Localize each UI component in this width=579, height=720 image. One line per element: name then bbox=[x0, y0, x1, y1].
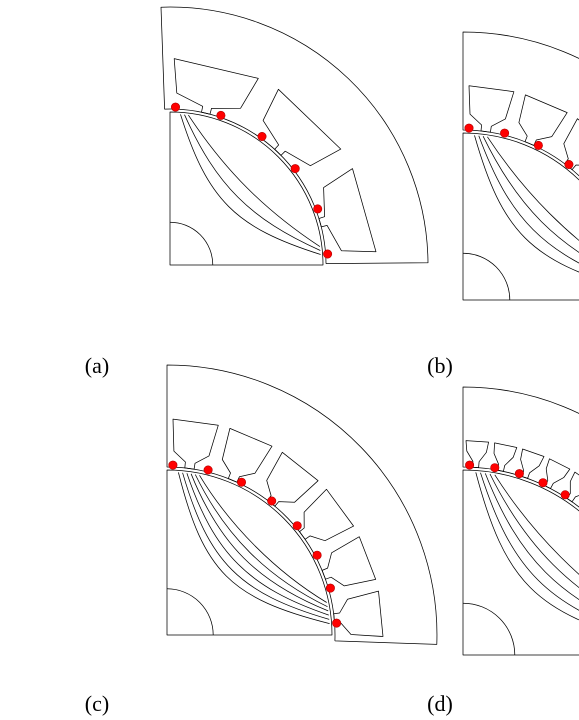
flux-line bbox=[180, 114, 321, 255]
airgap-marker bbox=[216, 110, 226, 120]
airgap-marker bbox=[465, 460, 475, 470]
airgap-marker bbox=[332, 618, 342, 628]
airgap-marker bbox=[290, 164, 300, 174]
flux-line bbox=[190, 473, 329, 612]
stator-outline bbox=[462, 31, 579, 177]
flux-line bbox=[478, 135, 579, 264]
airgap-marker bbox=[533, 140, 543, 150]
airgap-marker bbox=[237, 477, 247, 487]
stator-slot bbox=[518, 94, 568, 146]
flux-line bbox=[482, 136, 579, 253]
rotor-outline bbox=[166, 469, 333, 636]
shaft-arc bbox=[166, 588, 214, 636]
stator-slot bbox=[221, 428, 273, 483]
caption-c: (c) bbox=[85, 691, 109, 716]
airgap-marker bbox=[500, 128, 510, 138]
stator-slot bbox=[299, 488, 354, 542]
panel-d bbox=[462, 386, 579, 656]
flux-line bbox=[182, 472, 330, 620]
flux-line bbox=[487, 136, 579, 241]
flux-line bbox=[194, 474, 328, 608]
panel-c bbox=[166, 364, 438, 645]
airgap-marker bbox=[538, 478, 548, 488]
rotor-outline bbox=[169, 111, 324, 266]
flux-line bbox=[184, 114, 321, 251]
airgap-marker bbox=[313, 204, 323, 214]
stator-slot bbox=[468, 85, 515, 133]
caption-b: (b) bbox=[427, 353, 453, 378]
flux-line bbox=[199, 475, 327, 603]
stator-slot bbox=[333, 590, 384, 637]
stator-slot bbox=[520, 448, 545, 479]
panel-b bbox=[462, 31, 579, 301]
stator-outline bbox=[462, 386, 579, 508]
stator-slot bbox=[173, 58, 259, 115]
airgap-marker bbox=[514, 469, 524, 479]
stator-outline bbox=[166, 364, 438, 645]
shaft-arc bbox=[462, 252, 511, 301]
flux-line bbox=[480, 472, 579, 611]
airgap-marker bbox=[203, 465, 213, 475]
stator-slot bbox=[318, 168, 377, 253]
flux-line bbox=[484, 473, 579, 600]
airgap-marker bbox=[312, 550, 322, 560]
flux-line bbox=[186, 473, 329, 616]
stator-slot bbox=[262, 88, 342, 167]
airgap-marker bbox=[464, 123, 474, 133]
flux-line bbox=[178, 472, 330, 624]
rotor-outline bbox=[462, 132, 579, 301]
airgap-marker bbox=[564, 160, 574, 170]
airgap-marker bbox=[490, 463, 500, 473]
stator-outline bbox=[160, 6, 429, 264]
stator-slot bbox=[172, 418, 219, 470]
flux-line bbox=[489, 473, 579, 589]
panel-a bbox=[160, 6, 429, 266]
airgap-marker bbox=[325, 583, 335, 593]
shaft-arc bbox=[169, 221, 214, 266]
rotor-outline bbox=[462, 469, 579, 656]
airgap-marker bbox=[257, 132, 267, 142]
stator-slot bbox=[321, 536, 377, 587]
caption-a: (a) bbox=[85, 353, 109, 378]
airgap-marker bbox=[560, 490, 570, 500]
airgap-marker bbox=[323, 249, 333, 259]
airgap-marker bbox=[168, 460, 178, 470]
shaft-arc bbox=[462, 602, 516, 656]
flux-line bbox=[188, 114, 321, 247]
stator-slot bbox=[544, 458, 571, 489]
airgap-marker bbox=[267, 496, 277, 506]
flux-line bbox=[494, 474, 579, 575]
flux-line bbox=[474, 135, 579, 273]
airgap-marker bbox=[171, 102, 181, 112]
airgap-marker bbox=[292, 521, 302, 531]
caption-d: (d) bbox=[427, 691, 453, 716]
flux-line bbox=[475, 472, 579, 621]
